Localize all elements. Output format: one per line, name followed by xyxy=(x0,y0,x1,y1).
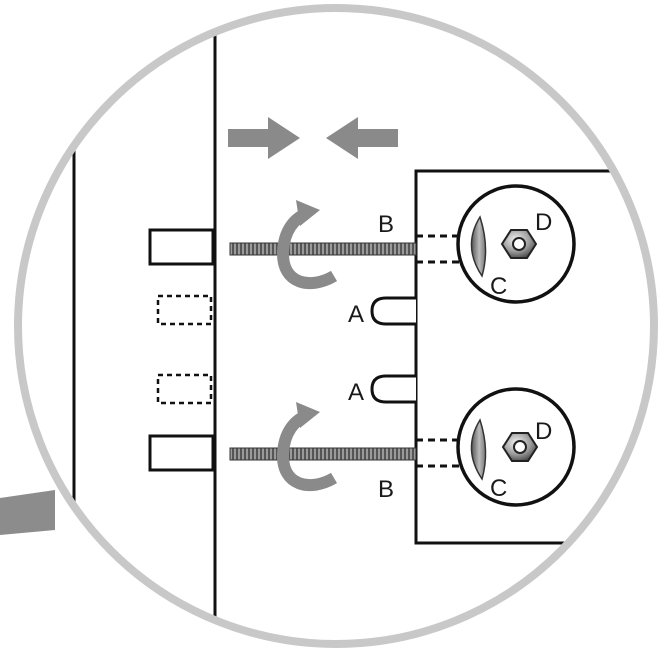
bracket-a-lower xyxy=(370,374,416,404)
push-arrow-right-icon xyxy=(228,117,300,159)
rotate-arrow-icon xyxy=(276,402,338,492)
push-arrow-left-icon xyxy=(326,117,398,159)
label-bolt-top: B xyxy=(378,211,394,238)
dowel-slot-dashed-lower xyxy=(156,373,213,405)
dowel-slot-top xyxy=(148,228,215,266)
rotate-arrow-icon xyxy=(276,200,338,290)
label-bracket-upper: A xyxy=(348,301,364,328)
bracket-a-upper xyxy=(370,296,416,326)
cam-lock-icon xyxy=(470,418,487,481)
label-bolt-bottom: B xyxy=(378,476,394,503)
bolt-bottom xyxy=(229,447,417,461)
label-nut-bottom: D xyxy=(535,418,552,445)
corner-block xyxy=(0,490,55,535)
detail-frame-ring xyxy=(14,4,658,648)
label-cam-bottom: C xyxy=(490,475,507,502)
label-cam-top: C xyxy=(490,273,507,300)
dowel-slot-bottom xyxy=(148,434,215,472)
cam-lock-icon xyxy=(470,215,487,278)
cam-lock-top xyxy=(456,184,576,304)
label-bracket-lower: A xyxy=(348,379,364,406)
bolt-top xyxy=(229,242,417,256)
label-nut-top: D xyxy=(535,209,552,236)
cam-lock-bottom xyxy=(456,387,576,507)
dowel-slot-dashed-upper xyxy=(156,294,213,326)
